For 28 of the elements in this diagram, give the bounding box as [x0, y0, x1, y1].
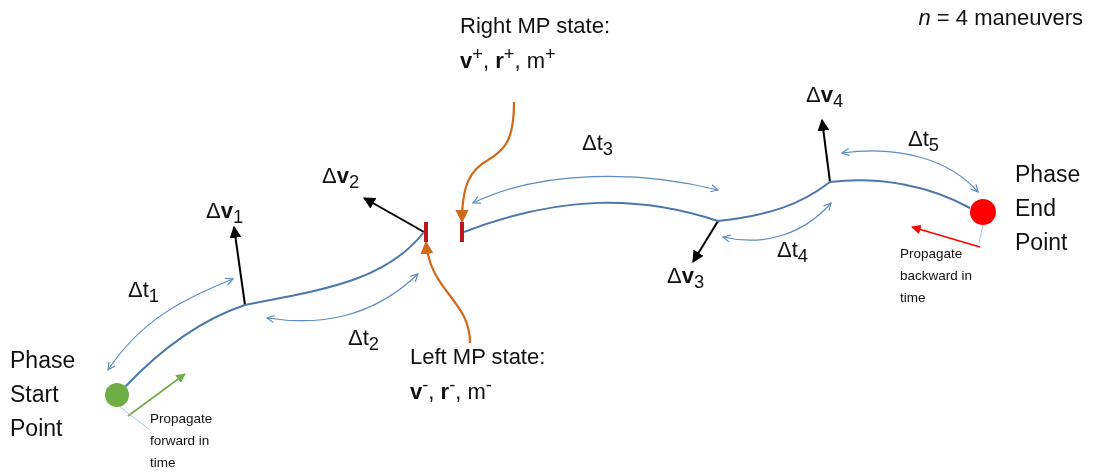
point-caption: Phase Start Point [10, 346, 77, 443]
end-point-marker [970, 199, 996, 225]
leader-arrow [421, 240, 472, 344]
delta-v-label: Δv$_{3}$ [667, 263, 705, 295]
state-variables: v$^{-}$, r$^{-}$, m$^{-}$ [410, 373, 493, 407]
delta-t-label: Δt$_{4}$ [777, 237, 808, 269]
point-caption: Phase End Point [1015, 160, 1082, 257]
delta-v-label: Δv$_{2}$ [322, 163, 360, 195]
trajectory-curve [463, 179, 971, 233]
note-text: Propagate backward in time [900, 245, 974, 307]
state-variables: v$^{+}$, r$^{+}$, m$^{+}$ [460, 42, 557, 76]
delta-t-label: Δt$_{3}$ [582, 130, 613, 162]
annotation-heading: Left MP state: [410, 343, 547, 371]
boundary-tick [424, 222, 428, 242]
leader-line [978, 224, 984, 244]
maneuver-count: n = 4 maneuvers [918, 5, 1083, 31]
delta-v-label: Δv$_{4}$ [806, 82, 844, 114]
delta-t-label: Δt$_{5}$ [908, 126, 939, 158]
note-text: Propagate forward in time [150, 410, 214, 472]
delta-v-label: Δv$_{1}$ [206, 198, 244, 230]
start-point-marker [105, 383, 129, 407]
trajectory-curve [124, 231, 425, 388]
delta-t-label: Δt$_{1}$ [128, 277, 159, 309]
annotation-heading: Right MP state: [460, 12, 611, 40]
leader-arrow [455, 101, 516, 224]
delta-t-label: Δt$_{2}$ [348, 325, 379, 357]
boundary-tick [460, 222, 464, 242]
leader-line [119, 406, 151, 431]
